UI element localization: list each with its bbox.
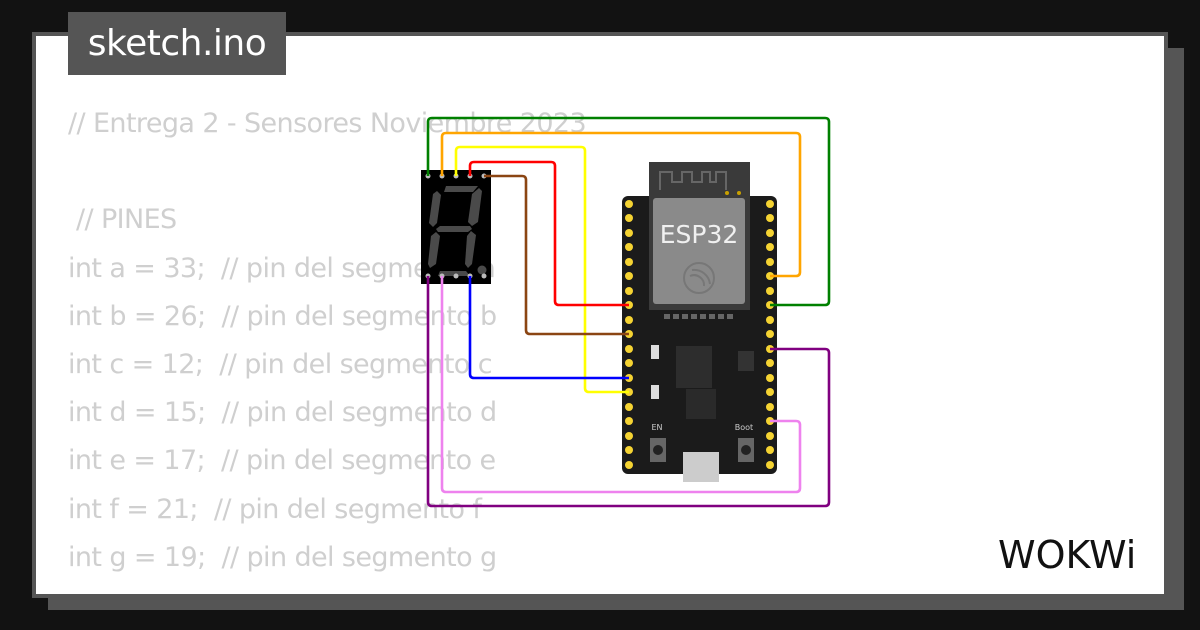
esp32-board[interactable]: ESP32 EN Boot bbox=[622, 162, 777, 482]
code-line: int c = 12; // pin del segmento c bbox=[68, 349, 493, 381]
code-line: int d = 15; // pin del segmento d bbox=[68, 397, 497, 429]
boot-label: Boot bbox=[735, 423, 753, 432]
code-line: int g = 19; // pin del segmento g bbox=[68, 541, 497, 573]
en-label: EN bbox=[651, 423, 662, 432]
brand-text: WOKWi bbox=[998, 533, 1136, 576]
code-line: int b = 26; // pin del segmento b bbox=[68, 300, 497, 332]
file-title: sketch.ino bbox=[68, 12, 286, 75]
wires bbox=[426, 116, 831, 508]
board-label: ESP32 bbox=[660, 220, 739, 249]
code-line: int e = 17; // pin del segmento e bbox=[68, 445, 496, 477]
code-line: // PINES bbox=[68, 204, 177, 236]
seven-segment-display[interactable] bbox=[421, 170, 491, 284]
header-pins[interactable] bbox=[625, 200, 774, 469]
code-line: int f = 21; // pin del segmento f bbox=[68, 493, 482, 525]
wokwi-logo: WOKWi bbox=[978, 528, 1150, 580]
preview-card bbox=[32, 32, 1168, 598]
